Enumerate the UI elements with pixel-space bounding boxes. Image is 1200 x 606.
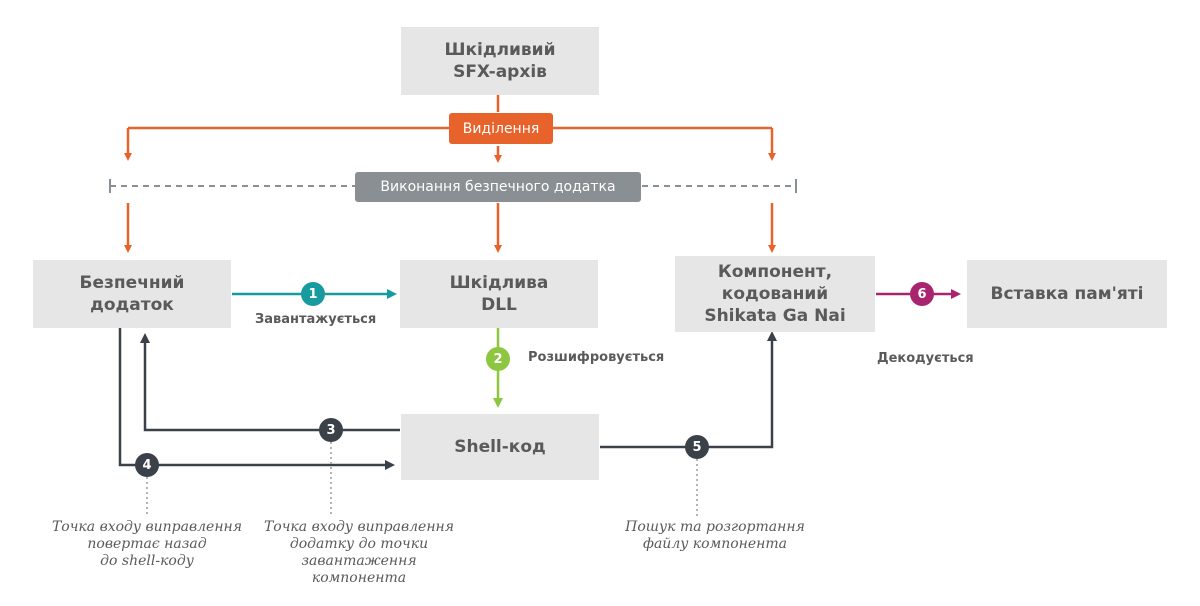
- shellcode-box: Shell-код: [401, 414, 599, 480]
- step-5-badge: 5: [685, 435, 709, 459]
- step-4-badge: 4: [135, 453, 159, 477]
- run-safe-line: [109, 179, 797, 193]
- loads-label: Завантажується: [255, 312, 377, 327]
- run-safe-app-tag: Виконання безпечного додатка: [355, 172, 641, 202]
- decrypts-label: Розшифровується: [528, 350, 665, 365]
- patch-lines: [118, 328, 777, 470]
- extract-tag: Виділення: [449, 113, 553, 144]
- memory-insert-box: Вставка пам'яті: [967, 260, 1167, 328]
- step-3-badge: 3: [319, 418, 343, 442]
- step-2-badge: 2: [486, 347, 510, 371]
- step-1-badge: 1: [301, 282, 325, 306]
- decodes-label: Декодується: [877, 351, 974, 366]
- note-leaders: [146, 442, 698, 516]
- step-6-badge: 6: [910, 282, 934, 306]
